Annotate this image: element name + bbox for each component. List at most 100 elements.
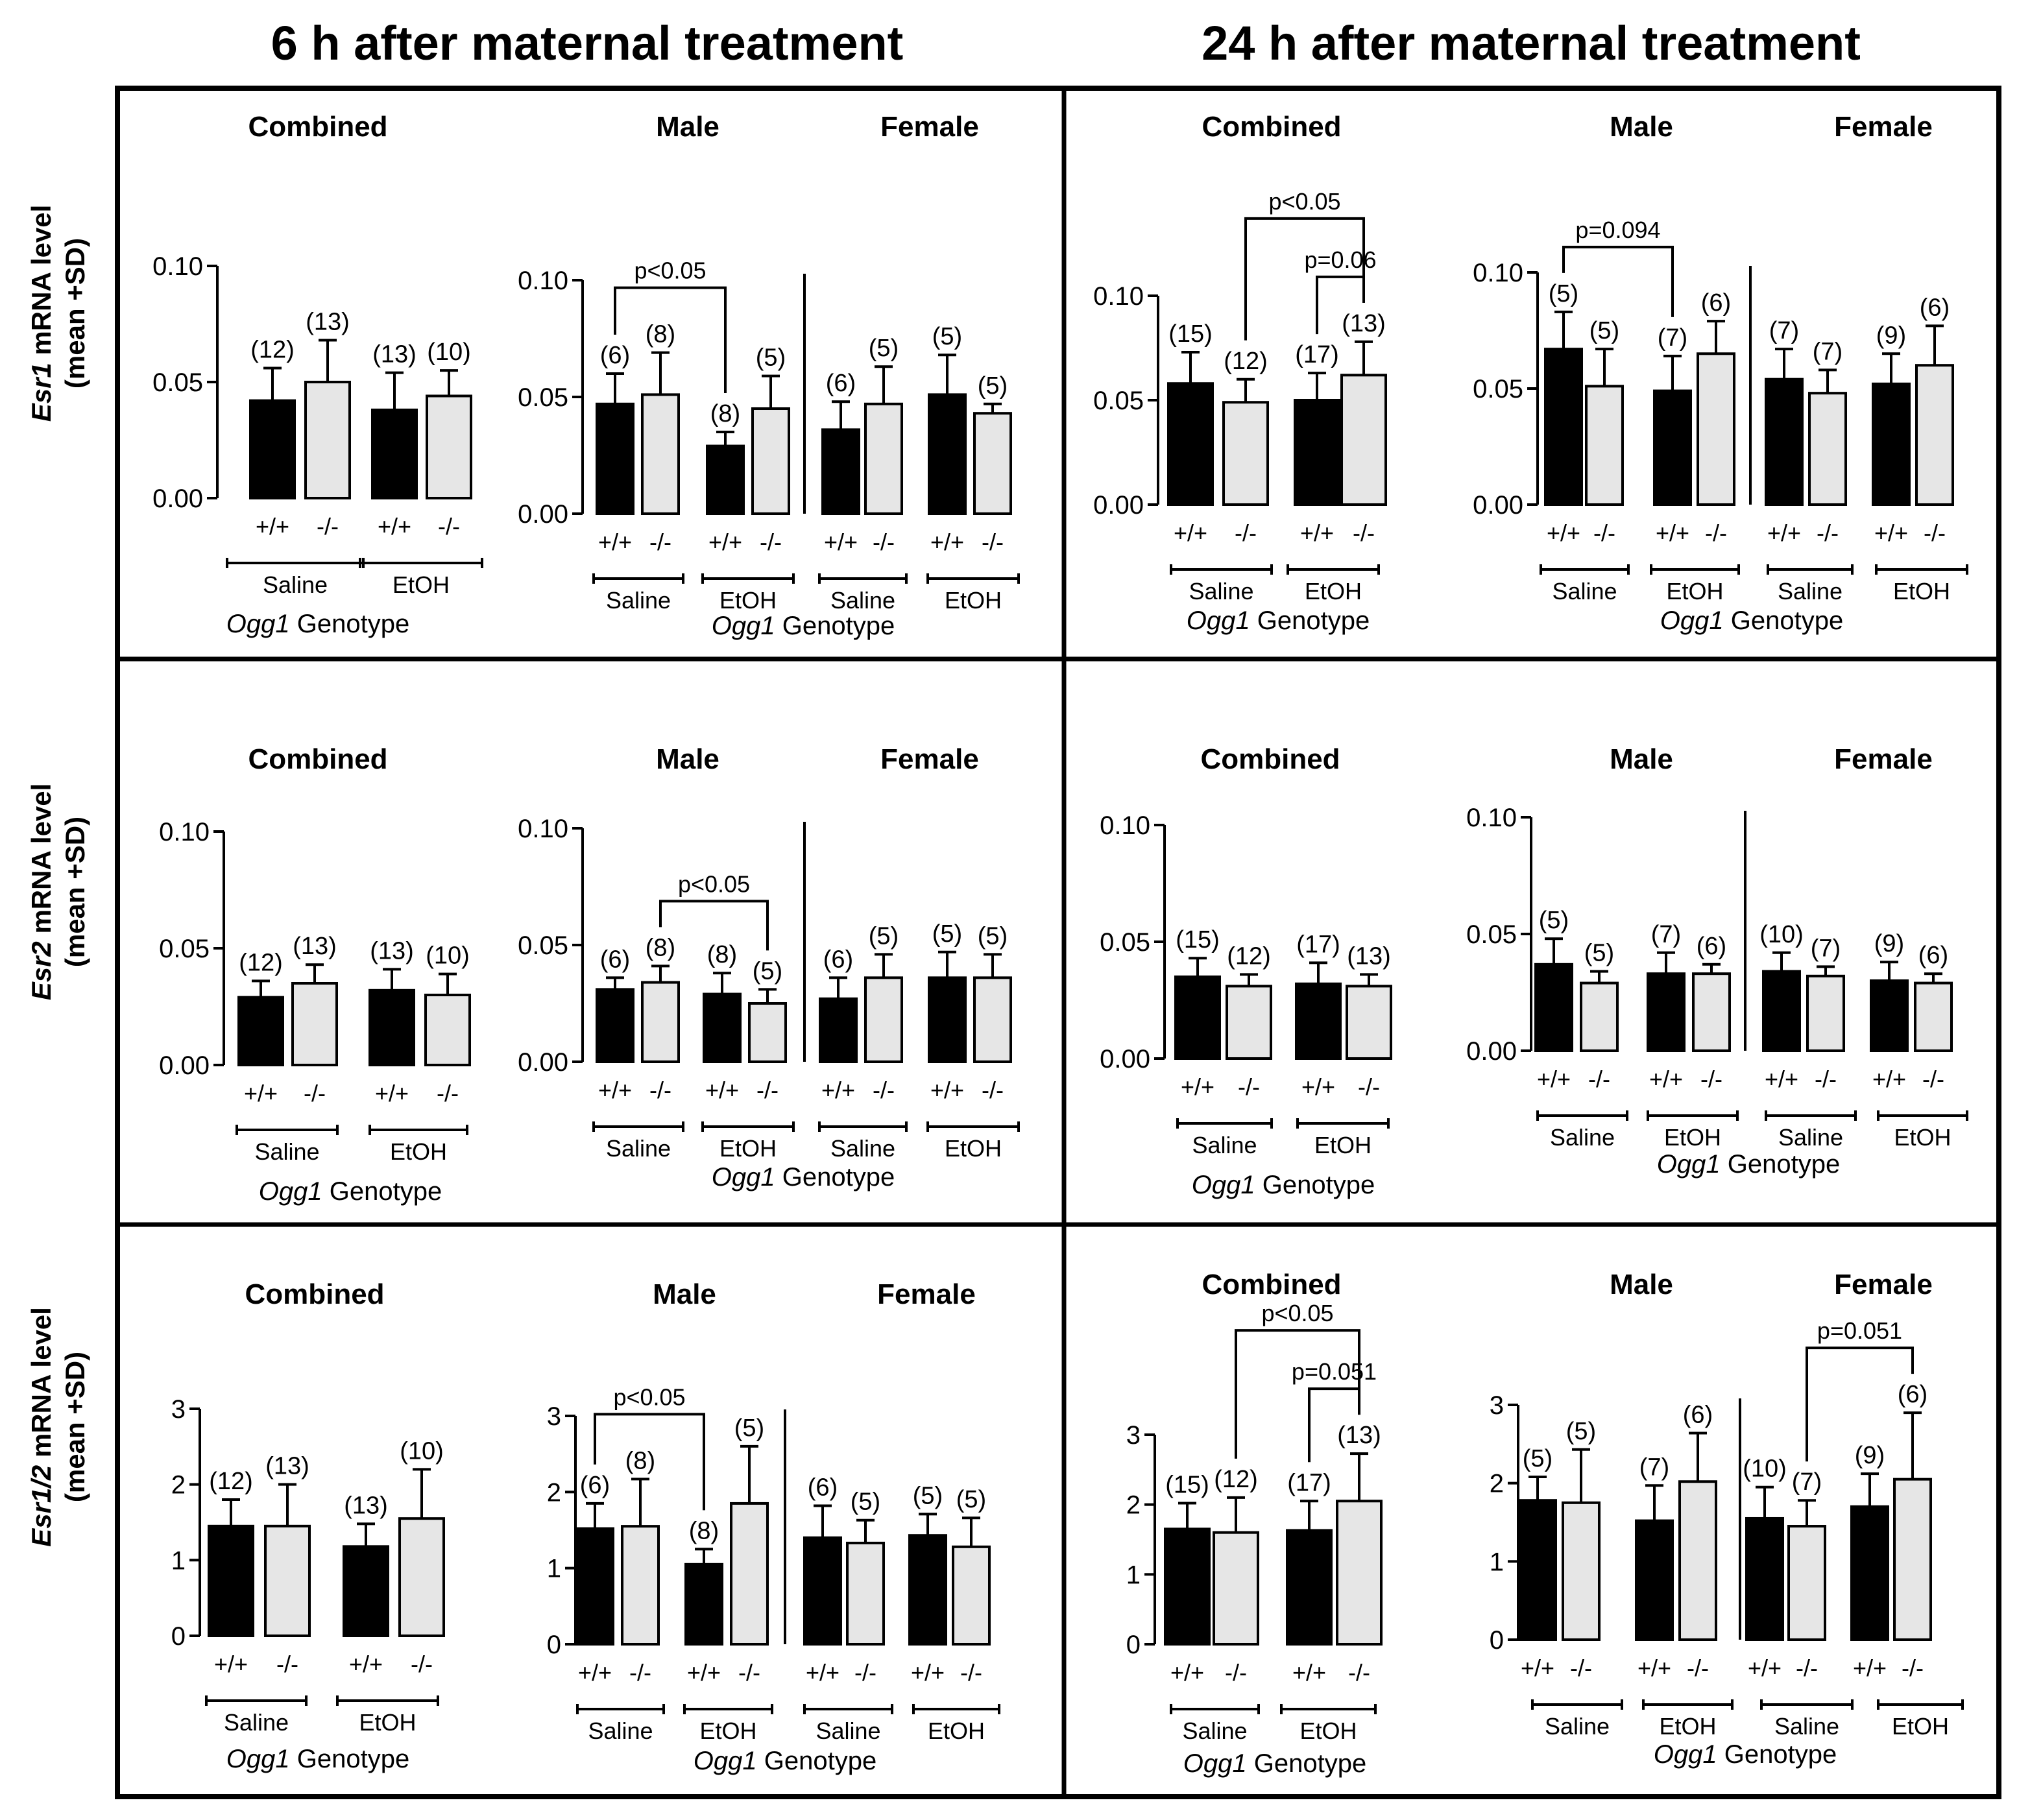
- header-24h: 24 h after maternal treatment: [1202, 16, 1861, 70]
- sample-size-label: (8): [707, 941, 737, 968]
- group-treatment-label: EtOH: [393, 571, 450, 598]
- sample-size-label: (9): [1855, 1442, 1885, 1469]
- significance-bracket: [1244, 217, 1365, 341]
- genotype-tick-label: +/+: [1649, 1066, 1683, 1092]
- bar: [398, 1517, 445, 1638]
- group-treatment-label: EtOH: [719, 587, 777, 614]
- sample-size-label: (6): [1683, 1401, 1713, 1428]
- bar: [1164, 1527, 1211, 1646]
- sample-size-label: (13): [293, 933, 337, 960]
- genotype-tick-label: +/+: [911, 1659, 945, 1686]
- y-tick-label: 0.00: [159, 1051, 210, 1080]
- genotype-gene-name: Ogg1: [712, 1163, 775, 1191]
- y-tick-label: 0.00: [1466, 1037, 1517, 1066]
- genotype-axis-label: Ogg1 Genotype: [694, 1747, 876, 1775]
- group-treatment-label: EtOH: [1299, 1718, 1357, 1744]
- group-treatment-label: Saline: [1778, 1124, 1843, 1151]
- genotype-tick-label: +/+: [214, 1651, 248, 1677]
- genotype-axis-label: Ogg1 Genotype: [712, 612, 895, 640]
- bar: [803, 1536, 842, 1646]
- genotype-tick-label: -/-: [1353, 520, 1375, 546]
- y-tick-label: 0.05: [1473, 375, 1523, 403]
- sample-size-label: (5): [734, 1415, 764, 1442]
- y-tick-label: 0.05: [1093, 387, 1144, 415]
- significance-label: p=0.06: [1304, 246, 1376, 273]
- group-treatment-label: EtOH: [1659, 1713, 1716, 1740]
- bar: [249, 399, 296, 500]
- sample-size-label: (6): [600, 342, 630, 369]
- y-tick-label: 0: [547, 1631, 561, 1659]
- y-tick-label: 0.10: [518, 815, 568, 843]
- y-tick-label: 1: [1126, 1561, 1141, 1589]
- bar: [751, 407, 790, 515]
- sample-size-label: (5): [1566, 1418, 1596, 1445]
- sample-size-label: (6): [580, 1472, 610, 1499]
- subplot-title-combined: Combined: [1200, 743, 1340, 775]
- y-tick-label: 0.10: [518, 267, 568, 295]
- genotype-tick-label: +/+: [1853, 1655, 1887, 1681]
- subplot-title-female: Female: [1834, 1269, 1933, 1300]
- y-tick-label: 0.10: [152, 252, 203, 281]
- genotype-word: Genotype: [1255, 1171, 1375, 1199]
- row-y-labels: Esr1 mRNA level(mean +SD)Esr2 mRNA level…: [26, 205, 90, 1547]
- genotype-tick-label: +/+: [1767, 520, 1801, 546]
- y-tick-label: 0.05: [518, 931, 568, 960]
- genotype-tick-label: -/-: [873, 1077, 895, 1103]
- group-treatment-label: EtOH: [719, 1135, 777, 1162]
- genotype-tick-label: +/+: [598, 1077, 632, 1103]
- y-tick-label: 3: [1126, 1421, 1141, 1450]
- group-treatment-label: Saline: [1189, 578, 1253, 605]
- genotype-tick-label: +/+: [1521, 1655, 1554, 1681]
- y-tick-label: 0.10: [1093, 282, 1144, 311]
- genotype-tick-label: +/+: [687, 1659, 721, 1686]
- bar: [1762, 970, 1801, 1052]
- genotype-tick-label: +/+: [1174, 520, 1207, 546]
- significance-label: p<0.05: [678, 870, 750, 897]
- chart-panel: Combined0123(12)+/+(13)-/-(13)+/+(10)-/-…: [171, 1278, 445, 1773]
- sample-size-label: (7): [1658, 324, 1687, 352]
- sample-size-label: (5): [1539, 907, 1569, 934]
- y-tick-label: 0.00: [518, 500, 568, 529]
- bar: [1294, 399, 1340, 506]
- group-treatment-label: EtOH: [945, 587, 1002, 614]
- bar: [1806, 974, 1845, 1053]
- sample-size-label: (5): [978, 922, 1008, 950]
- ylabel-gene: Esr1/2: [26, 1465, 56, 1547]
- genotype-tick-label: -/-: [1815, 1066, 1837, 1092]
- group-treatment-label: EtOH: [1893, 578, 1950, 605]
- ylabel-gene: Esr1: [26, 363, 56, 422]
- bar: [864, 402, 903, 515]
- genotype-tick-label: -/-: [1593, 520, 1615, 546]
- group-treatment-label: Saline: [830, 587, 895, 614]
- genotype-word: Genotype: [1721, 1150, 1841, 1179]
- bar: [1808, 392, 1847, 506]
- bar: [1544, 348, 1583, 507]
- sample-size-label: (7): [1811, 935, 1841, 962]
- bar: [928, 393, 967, 516]
- bar: [1222, 401, 1269, 506]
- bar: [291, 982, 338, 1066]
- subplot-title-female: Female: [877, 1278, 976, 1310]
- sample-size-label: (5): [932, 920, 962, 948]
- bar: [304, 381, 351, 499]
- sample-size-label: (5): [1589, 317, 1619, 344]
- genotype-tick-label: -/-: [1922, 1066, 1944, 1092]
- y-tick-label: 0.05: [159, 935, 210, 963]
- bar: [1872, 382, 1911, 507]
- group-treatment-label: Saline: [606, 587, 671, 614]
- genotype-axis-label: Ogg1 Genotype: [259, 1177, 442, 1206]
- bar: [952, 1545, 991, 1646]
- sample-size-label: (13): [1337, 1422, 1381, 1449]
- bar: [343, 1545, 389, 1637]
- sample-size-label: (6): [1920, 294, 1950, 321]
- group-treatment-label: EtOH: [1892, 1713, 1949, 1740]
- sample-size-label: (17): [1295, 341, 1339, 368]
- genotype-tick-label: -/-: [304, 1080, 326, 1107]
- sample-size-label: (5): [932, 323, 962, 350]
- sample-size-label: (12): [1214, 1466, 1258, 1493]
- y-tick-label: 0: [171, 1622, 186, 1651]
